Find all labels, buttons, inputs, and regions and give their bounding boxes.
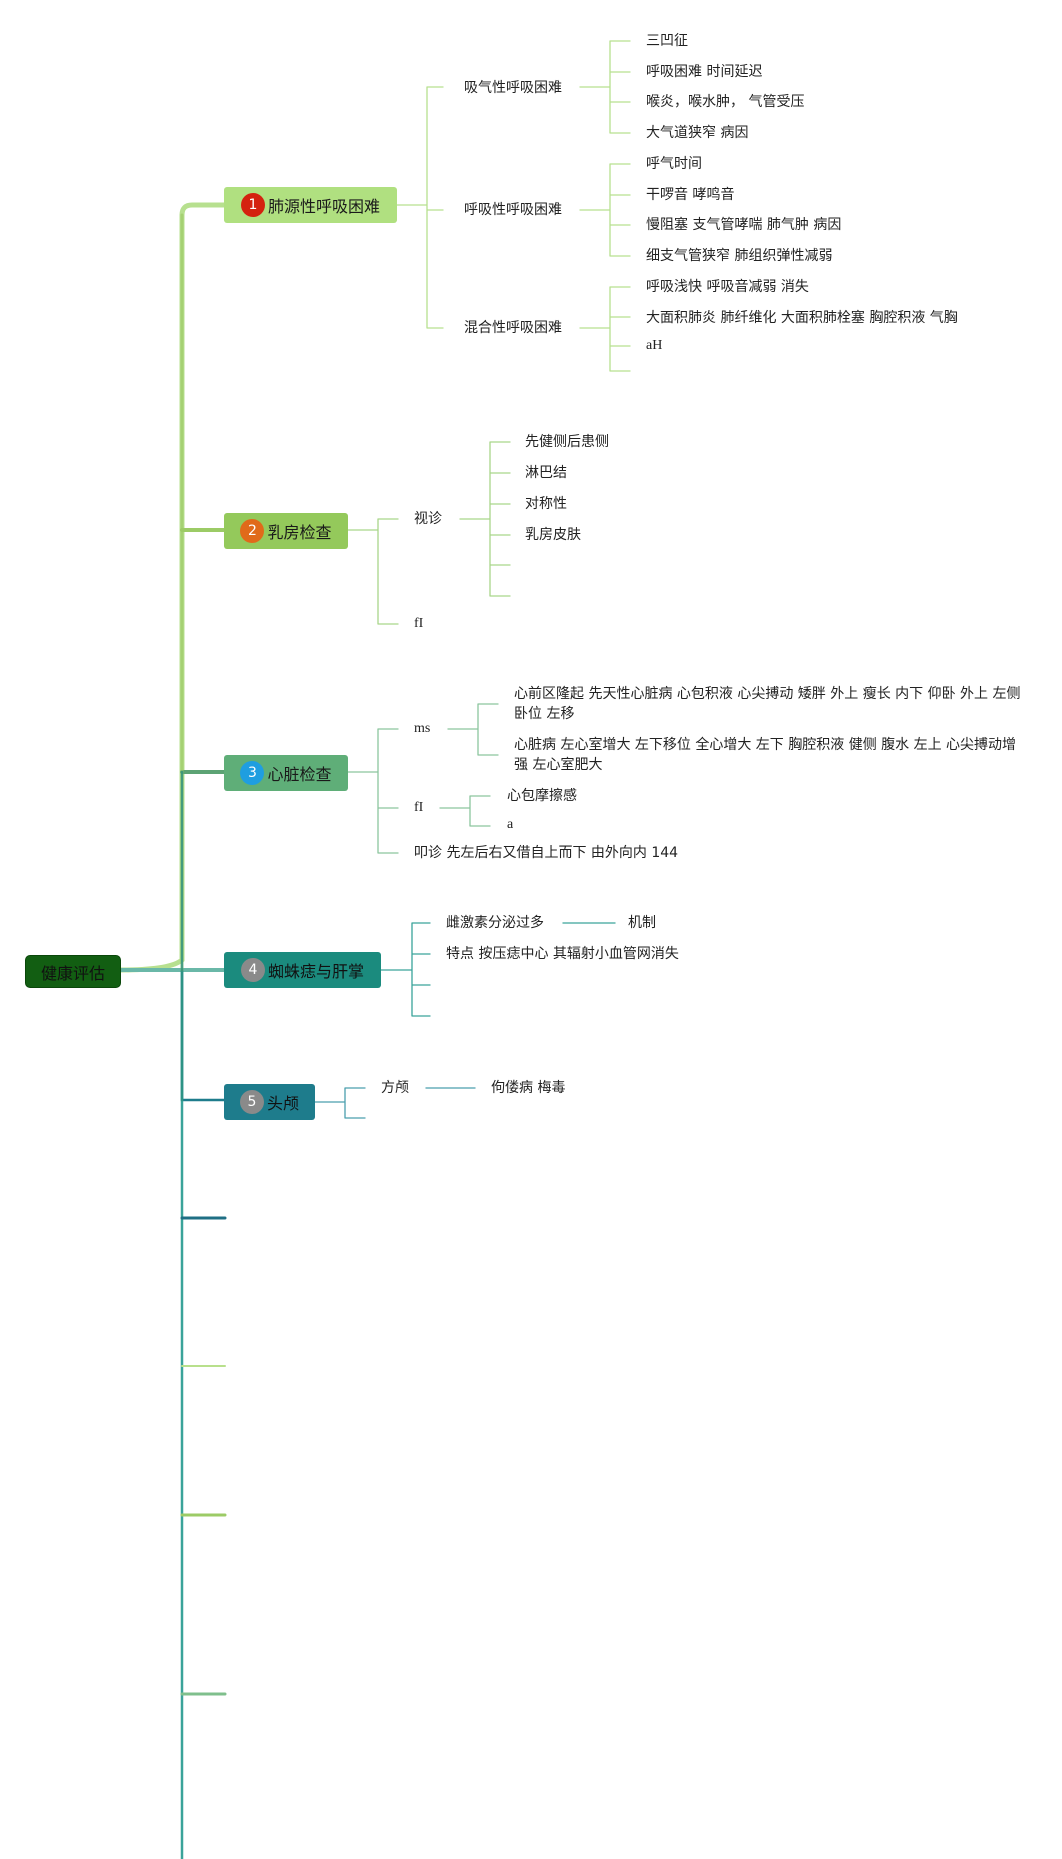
spine-to-branch-5 [180,968,227,1102]
leaf-3-2-2[interactable]: a [507,817,514,832]
leaf-1-2-1[interactable]: 呼气时间 [646,156,702,172]
root-node[interactable]: 健康评估 [25,955,121,988]
sub-1-2[interactable]: 呼吸性呼吸困难 [464,202,562,218]
leaf-1-1-3[interactable]: 喉炎，喉水肿， 气管受压 [646,94,805,110]
branch-label-4: 蜘蛛痣与肝掌 [267,962,364,981]
spine-lower [180,968,184,1859]
leaf-2-1-2[interactable]: 淋巴结 [525,465,567,481]
leaf-1-2-2[interactable]: 干啰音 哮鸣音 [646,187,735,203]
branch-node-1[interactable]: 1 肺源性呼吸困难 [224,187,397,223]
badge-2: 2 [240,519,265,543]
leaf-1-2-4[interactable]: 细支气管狭窄 肺组织弹性减弱 [646,248,833,264]
branch-label-2: 乳房检查 [267,523,332,542]
branch-label-1: 肺源性呼吸困难 [267,197,380,216]
sub-2-2[interactable]: fI [414,616,424,631]
sub-2-1[interactable]: 视诊 [414,511,442,527]
branch-label-5: 头颅 [266,1094,299,1113]
leaf-1-3-2[interactable]: 大面积肺炎 肺纤维化 大面积肺栓塞 胸腔积液 气胸 [646,310,958,326]
leaf-1-3-3[interactable]: aH [646,338,663,353]
branch-label-3: 心脏检查 [267,765,332,784]
branch-node-5[interactable]: 5 头颅 [224,1084,315,1120]
leaf-1-2-3[interactable]: 慢阻塞 支气管哮喘 肺气肿 病因 [646,217,842,233]
leaf-3-1-2[interactable]: 心脏病 左心室增大 左下移位 全心增大 左下 胸腔积液 健侧 腹水 左上 心尖搏… [514,737,1017,773]
leaf-1-3-1[interactable]: 呼吸浅快 呼吸音减弱 消失 [646,279,809,295]
branch-node-3[interactable]: 3 心脏检查 [224,755,348,791]
sub-3-1[interactable]: ms [414,721,431,736]
branch-node-4[interactable]: 4 蜘蛛痣与肝掌 [224,952,381,988]
leaf-3-2-1[interactable]: 心包摩擦感 [507,788,577,804]
leaf-1-1-4[interactable]: 大气道狭窄 病因 [646,125,749,141]
branch-node-2[interactable]: 2 乳房检查 [224,513,348,549]
badge-1: 1 [240,193,265,217]
leaf-1-1-1[interactable]: 三凹征 [646,33,688,49]
badge-4: 4 [240,958,265,982]
sub-4-1[interactable]: 雌激素分泌过多 [446,915,544,931]
sub-1-3[interactable]: 混合性呼吸困难 [464,320,562,336]
leaf-2-1-3[interactable]: 对称性 [525,496,567,512]
spine-to-branch-1 [117,202,228,973]
leaf-2-1-4[interactable]: 乳房皮肤 [525,527,581,543]
sub-3-3[interactable]: 叩诊 先左后右又借自上而下 由外向内 144 [414,845,679,861]
leaf-4-1-1[interactable]: 机制 [628,915,656,931]
sub-4-2[interactable]: 特点 按压痣中心 其辐射小血管网消失 [446,946,679,962]
leaf-3-1-1[interactable]: 心前区隆起 先天性心脏病 心包积液 心尖搏动 矮胖 外上 瘦长 内下 仰卧 外上… [514,686,1021,722]
leaf-5-1-1[interactable]: 佝偻病 梅毒 [491,1080,566,1096]
root-label: 健康评估 [40,963,105,983]
leaf-2-1-1[interactable]: 先健侧后患侧 [525,434,609,450]
sub-1-1[interactable]: 吸气性呼吸困难 [464,80,562,96]
sub-3-2[interactable]: fI [414,800,424,815]
sub-5-1[interactable]: 方颅 [381,1080,409,1096]
badge-3: 3 [240,761,265,785]
leaf-1-1-2[interactable]: 呼吸困难 时间延迟 [646,64,763,80]
badge-5: 5 [239,1090,264,1114]
